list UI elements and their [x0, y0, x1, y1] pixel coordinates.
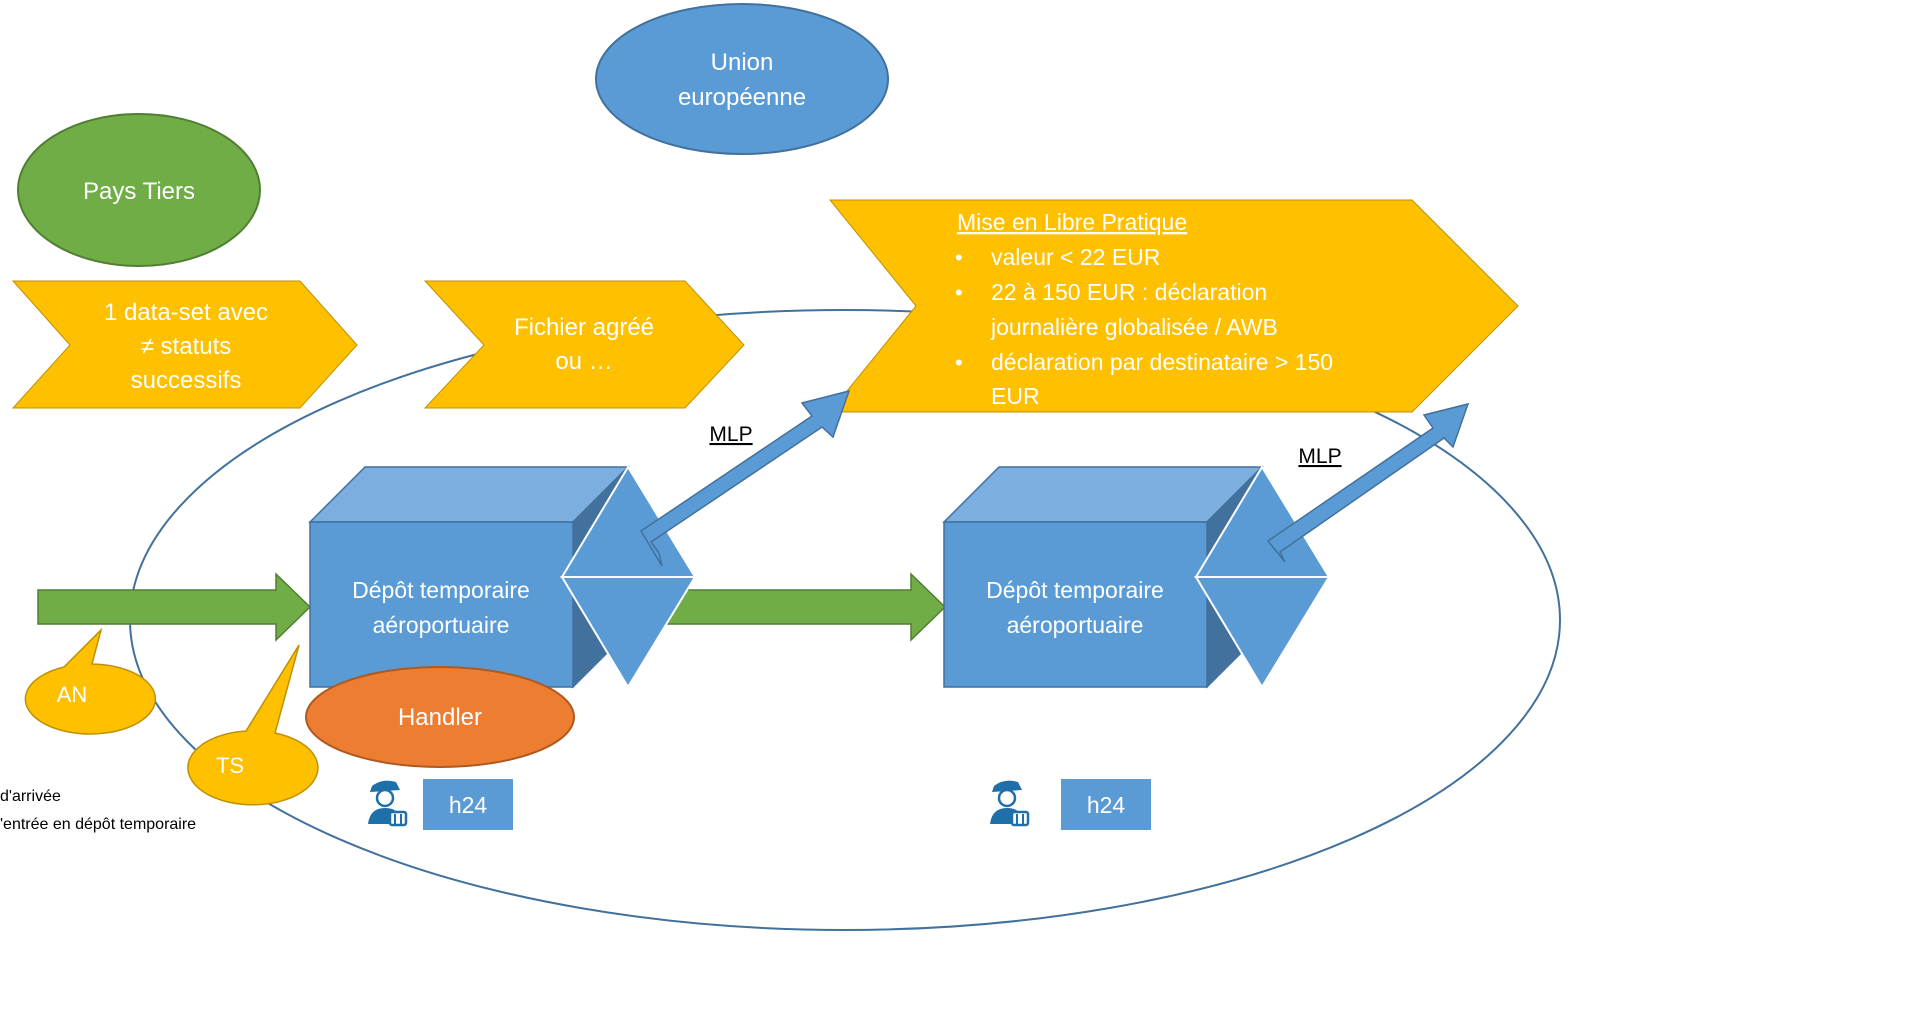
file-line2: ou …: [555, 348, 612, 375]
h24-label-2: h24: [1087, 792, 1126, 818]
mlp-bullet-2: 22 à 150 EUR : déclaration: [991, 279, 1267, 305]
an-callout: AN: [24, 627, 157, 735]
mlp-title: Mise en Libre Pratique: [957, 209, 1187, 235]
mlp-bullet-2-cont: journalière globalisée / AWB: [990, 314, 1278, 340]
handler-label: Handler: [398, 704, 482, 731]
ts-label: TS: [216, 753, 244, 778]
legend-line2: 'entrée en dépôt temporaire: [0, 816, 196, 833]
an-label: AN: [57, 682, 88, 707]
legend-line1: d'arrivée: [0, 788, 61, 805]
mlp-label-left: MLP: [709, 423, 752, 446]
mlp-bullet-dot-2: •: [955, 280, 963, 305]
depot-2-line1: Dépôt temporaire: [986, 577, 1164, 603]
mlp-bullet-3: déclaration par destinataire > 150: [991, 349, 1333, 375]
eu-label-line2: européenne: [678, 84, 806, 111]
mlp-arrow-2: [1266, 402, 1470, 563]
mlp-arrow-1: [639, 389, 851, 567]
handler: Handler: [305, 666, 575, 768]
mlp-bullet-dot-3: •: [955, 350, 963, 375]
green-arrow-transfer: [643, 572, 947, 642]
eu-label-line1: Union: [711, 49, 774, 76]
eu-region: Union européenne: [595, 3, 889, 155]
third-country-region: Pays Tiers: [17, 113, 261, 267]
dataset-chevron: 1 data-set avec ≠ statuts successifs: [11, 280, 358, 409]
h24-badge-2: h24: [1061, 779, 1151, 830]
mlp-bullet-1: valeur < 22 EUR: [991, 244, 1160, 270]
file-line1: Fichier agréé: [514, 314, 654, 341]
approved-file-chevron: Fichier agréé ou …: [423, 280, 745, 409]
depot-1-line2: aéroportuaire: [373, 612, 510, 638]
dataset-line2: ≠ statuts: [141, 333, 232, 360]
mlp-chevron: Mise en Libre Pratique • valeur < 22 EUR…: [828, 199, 1519, 413]
dataset-line3: successifs: [131, 367, 242, 394]
mlp-bullet-3-cont: EUR: [991, 383, 1040, 409]
mlp-label-right: MLP: [1298, 445, 1341, 468]
ts-callout: TS: [187, 644, 319, 806]
customs-officer-icon: [368, 780, 408, 827]
depot-2-line2: aéroportuaire: [1007, 612, 1144, 638]
dataset-line1: 1 data-set avec: [104, 299, 268, 326]
depot-1-line1: Dépôt temporaire: [352, 577, 530, 603]
third-country-label: Pays Tiers: [83, 178, 195, 205]
h24-badge-1: h24: [423, 779, 513, 830]
mlp-bullet-dot-1: •: [955, 245, 963, 270]
customs-officer-icon: [990, 780, 1030, 827]
h24-label-1: h24: [449, 792, 488, 818]
green-arrow-entry: [37, 572, 312, 642]
depot-1-exit-shape: [560, 465, 697, 689]
